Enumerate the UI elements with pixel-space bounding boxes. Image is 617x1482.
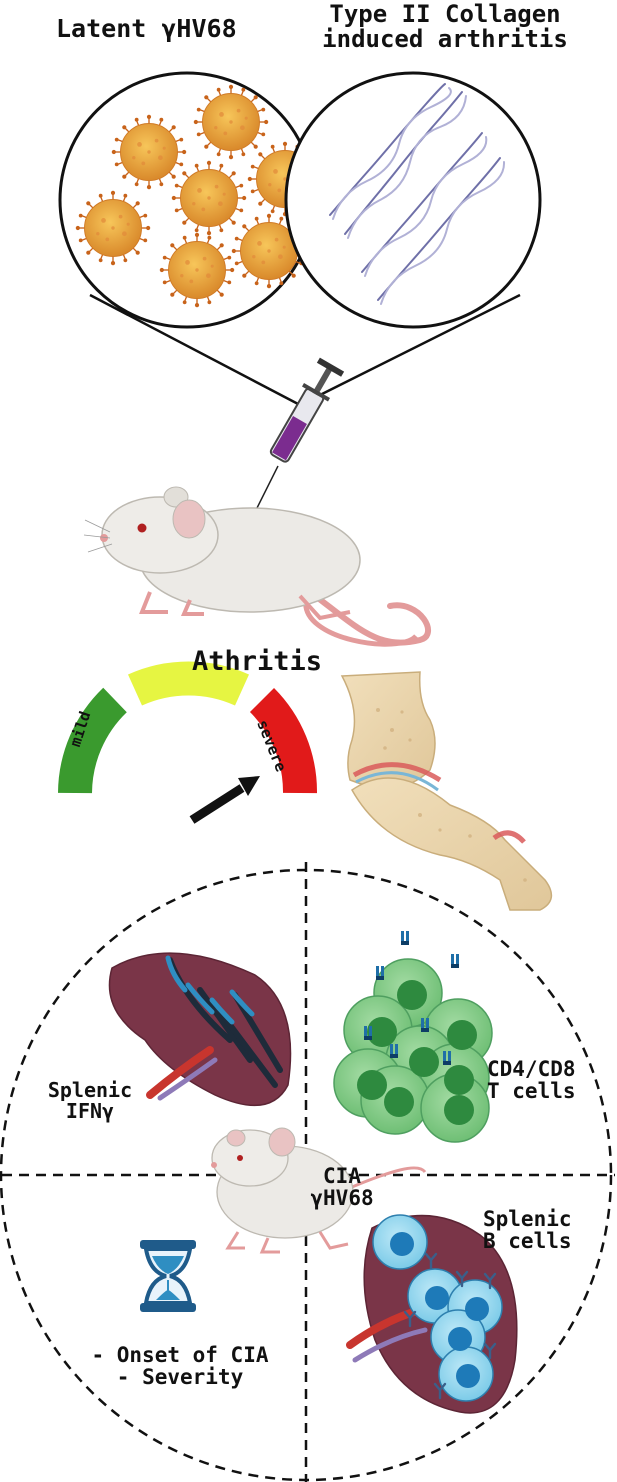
quadrant-center-line2: γHV68	[310, 1186, 374, 1211]
gauge-arrow	[189, 776, 260, 824]
quadrant-bottom-right-line2: B cells	[483, 1229, 572, 1254]
collagen-label-line2: induced arthritis	[322, 25, 568, 54]
spleen-ifng-illustration	[108, 952, 292, 1107]
quadrant-center-line1: CIA	[323, 1164, 361, 1188]
hourglass-icon	[140, 1240, 196, 1312]
collagen-label-line1: Type II Collagen	[329, 0, 561, 28]
collagen-bubble	[284, 71, 542, 329]
virus-bubble	[58, 71, 323, 329]
quadrant-top-right-line2: T cells	[487, 1079, 576, 1104]
spleen-b-cells-illustration	[346, 1214, 518, 1414]
center-mouse-illustration	[211, 1127, 427, 1254]
joint-illustration	[340, 671, 553, 911]
t-cells-illustration	[333, 931, 493, 1143]
syringe	[255, 357, 345, 511]
quadrant-bottom-left-label: - Onset of CIA - Severity	[70, 1344, 290, 1388]
virus-label: Latent γHV68	[56, 14, 237, 43]
quadrant-bottom-left-line2: - Severity	[116, 1365, 244, 1390]
quadrant-bottom-right-label: Splenic B cells	[483, 1208, 572, 1252]
quadrant-top-right-label: CD4/CD8 T cells	[487, 1058, 576, 1102]
severity-gauge	[58, 661, 318, 824]
collagen-label: Type II Collagen induced arthritis	[300, 0, 590, 54]
quadrant-bottom-left-line1: - Onset of CIA	[91, 1343, 269, 1367]
funnel-lines	[89, 293, 521, 407]
outcome-label: Athritis	[192, 646, 323, 677]
quadrant-top-left-line1: Splenic	[47, 1078, 133, 1102]
quadrant-bottom-right-line1: Splenic	[483, 1207, 572, 1231]
quadrant-top-right-line1: CD4/CD8	[487, 1057, 576, 1081]
quadrant-top-left-label: Splenic IFNγ	[30, 1080, 150, 1122]
quadrant-top-left-line2: IFNγ	[65, 1099, 115, 1123]
mouse-illustration	[83, 486, 431, 647]
quadrant-center-label: CIA γHV68	[292, 1165, 392, 1209]
